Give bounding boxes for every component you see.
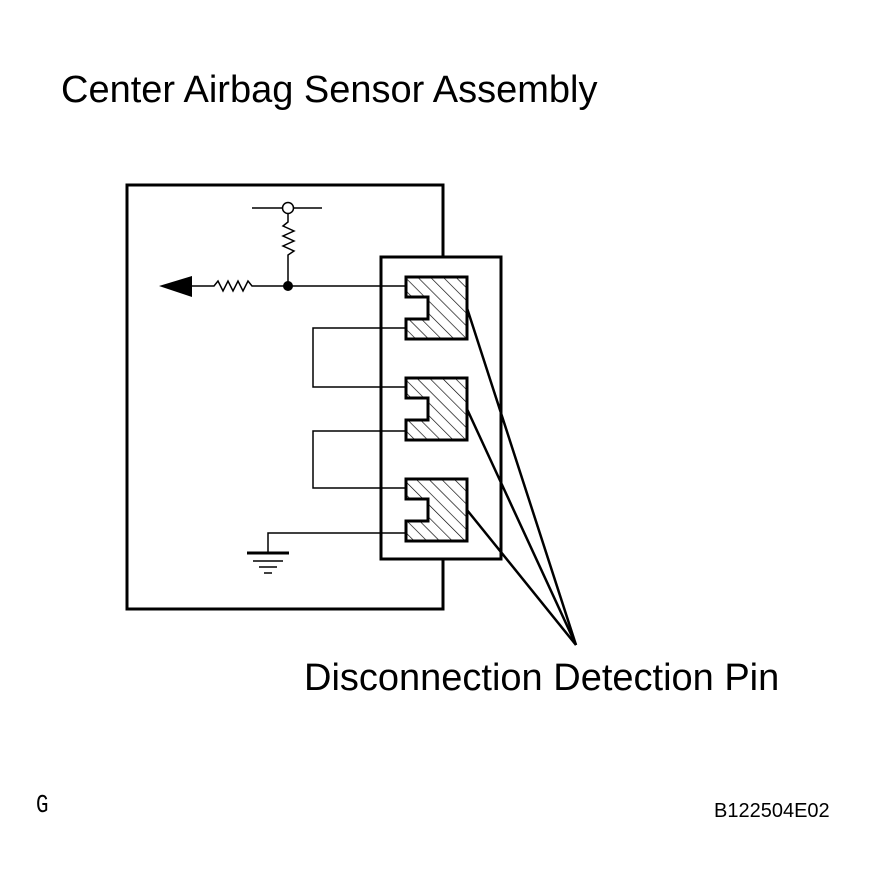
ground-icon xyxy=(247,551,289,574)
output-arrow-icon xyxy=(159,276,192,297)
callout-label: Disconnection Detection Pin xyxy=(304,657,780,699)
short-loop-1 xyxy=(312,327,406,388)
power-supply-node xyxy=(252,201,322,215)
short-loop-2 xyxy=(312,430,406,489)
corner-mark: G xyxy=(36,790,49,820)
terminal-3 xyxy=(404,477,469,543)
figure-code: B122504E02 xyxy=(714,800,830,822)
terminal-2 xyxy=(404,376,469,442)
diagram-title: Center Airbag Sensor Assembly xyxy=(61,69,598,111)
callout-leader-lines xyxy=(465,307,578,646)
series-resistor xyxy=(188,279,288,293)
ground-wire xyxy=(267,532,406,552)
pull-up-resistor xyxy=(281,214,296,286)
terminal-1 xyxy=(404,275,469,341)
